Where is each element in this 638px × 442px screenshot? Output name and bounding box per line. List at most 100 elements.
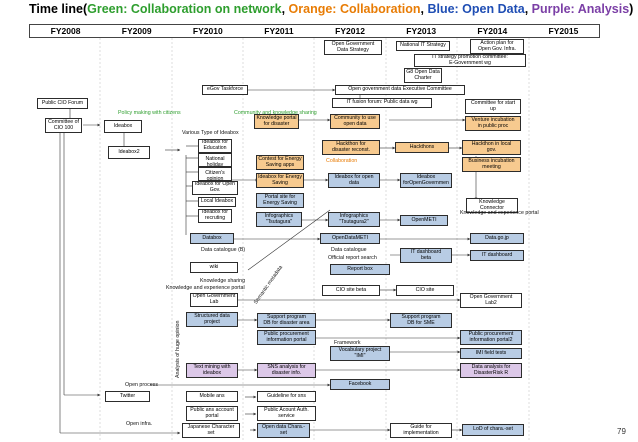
- label-knowledge-experience-portal: Knowledge and experience portal: [460, 210, 539, 216]
- year-column-header: FY2010: [192, 26, 223, 36]
- box-imi-field-tests: IMI field tests: [460, 348, 522, 359]
- box-support-program-disaster: Support program DB for disaster area: [257, 313, 316, 328]
- box-guide-implementation: Guide for implementation: [390, 423, 452, 438]
- box-ideabox-open-gov: Ideabox for Open Gov.: [192, 181, 238, 195]
- box-ideabox-energy-saving: Ideabox for Energy Saving: [256, 173, 304, 188]
- box-venture-incubation: Venture incubation in public proc: [465, 116, 521, 131]
- box-it-dashboard: IT dashboard: [470, 250, 524, 261]
- box-portal-energy-saving: Portal site for Energy Saving: [256, 193, 304, 208]
- title-prefix: Time line(: [29, 2, 88, 16]
- box-community-open-data: Community to use open data: [330, 114, 380, 129]
- box-knowledge-connector: Knowledge Connector: [466, 198, 518, 213]
- box-ideabox-recruiting: Ideabox for recruting: [198, 209, 232, 223]
- box-knowledge-portal: Knowledge portal for disaster: [254, 114, 299, 129]
- box-data-analysis-disaster: Data analysis for DisasterRisk R: [460, 363, 522, 378]
- box-infographics-1: Infographics "Tsutagura": [256, 212, 302, 227]
- box-cio-site: CIO site: [396, 285, 454, 296]
- year-column-header: FY2013: [406, 26, 437, 36]
- box-open-gov-strategy: Open Government Data Strategy: [324, 40, 382, 55]
- title-orange: Orange: Collaboration: [288, 2, 421, 16]
- box-business-incubation: Business incubation meeting: [462, 157, 521, 172]
- page-title: Time line(Green: Collaboration on networ…: [29, 2, 633, 16]
- box-ideabox-open-government: Ideabox forOpenGovernmen: [400, 173, 452, 188]
- title-sep: ,: [281, 2, 289, 16]
- box-open-gov-lab2: Open Government Lab2: [460, 293, 522, 308]
- box-it-strategy-committee: IT strategy promotion committee: E-Gover…: [414, 54, 526, 67]
- box-guideline-sns: Guideline for sns: [257, 391, 316, 402]
- label-framework: Framework: [334, 340, 361, 346]
- box-structured-data-project: Structured data project: [186, 312, 238, 327]
- year-column-header: FY2011: [264, 26, 294, 36]
- box-cio-site-beta: CIO site beta: [322, 285, 380, 296]
- label-analysis-huge-opinion: Analysis of huge opinion: [175, 320, 181, 378]
- box-g8-charter: G8 Open Data Charter: [404, 68, 442, 83]
- box-public-ans-account-portal: Public ans account portal: [186, 406, 238, 421]
- page-number: 79: [617, 427, 626, 436]
- box-hackathons: Hackthons: [395, 142, 449, 153]
- title-purple: Purple: Analysis: [531, 2, 630, 16]
- box-hackathon-local-gov: Hackthon in local gov.: [462, 140, 521, 155]
- box-ideabox-education: Ideabox for Education: [198, 139, 232, 153]
- box-report-box: Report box: [330, 264, 390, 275]
- label-collaboration: Collaboration: [326, 158, 358, 164]
- label-knowledge-experience-portal-2: Knowledge and experience portal: [166, 285, 245, 291]
- box-wiki: wiki: [190, 262, 238, 273]
- box-ideabox-open-data: Ideabox for open data: [328, 173, 380, 188]
- title-green: Green: Collaboration on network: [87, 2, 282, 16]
- title-sep: ,: [420, 2, 428, 16]
- box-open-gov-lab: Open Government Lab: [190, 293, 238, 307]
- label-policy-making: Policy making with citizens: [118, 110, 181, 116]
- box-openmeti: OpenMETI: [400, 215, 448, 226]
- label-various-ideabox: Various Type of Ideabox: [182, 130, 239, 136]
- box-sns-analysis: SNS analysis for disaster info.: [257, 363, 316, 378]
- box-it-dashboard-beta: IT dashboard beta: [400, 248, 452, 263]
- label-open-infra: Open infra.: [126, 421, 153, 427]
- box-committee-startup: Committee for start up: [465, 99, 521, 114]
- box-support-program-sme: Support program DB for SME: [390, 313, 452, 328]
- box-local-ideabox: Local Ideabox: [198, 197, 236, 207]
- title-suffix: ): [629, 2, 634, 16]
- year-column-header: FY2012: [335, 26, 365, 36]
- label-open-process: Open process: [125, 382, 158, 388]
- box-it-fusion-forum: IT fusion forum: Public data wg: [332, 98, 432, 108]
- box-public-procurement-portal: Public procurement information portal: [257, 330, 316, 345]
- box-twitter: Twitter: [105, 391, 150, 402]
- box-public-cio-forum: Public CIO Forum: [37, 98, 88, 109]
- box-databox: Databox: [190, 233, 234, 244]
- year-column-header: FY2014: [477, 26, 508, 36]
- box-national-it-strategy: National IT Strategy: [396, 41, 450, 51]
- box-open-data-chara-set: Open data Chara.- set: [257, 423, 310, 438]
- title-sep: ,: [524, 2, 532, 16]
- box-ideabox2: Ideabox2: [108, 146, 150, 159]
- box-ideabox-national-holiday: Ideabox for National holiday: [198, 153, 232, 167]
- box-open-gov-data-exec: Open government data Executive Committee: [335, 85, 465, 95]
- box-text-mining: Text mining with ideabox: [186, 363, 238, 378]
- box-egov-taskforce: eGov Taskforce: [202, 85, 248, 95]
- box-action-plan: Action plan for Open Gov. Infra.: [470, 39, 524, 54]
- year-header: FY2008 FY2009 FY2010 FY2011 FY2012 FY201…: [29, 24, 600, 38]
- box-ideabox-citizens-opinion: Ideabox for Citizen's opinion: [198, 167, 232, 181]
- box-ideabox: Ideabox: [104, 120, 142, 133]
- label-data-catalogue: Data catalogue: [331, 247, 367, 253]
- box-facebook: Facebook: [330, 379, 390, 390]
- label-community-knowledge: Community and knowledge sharing: [234, 110, 317, 116]
- title-blue: Blue: Open Data: [427, 2, 525, 16]
- box-committee-cio100: Committee of CIO 100: [45, 118, 82, 133]
- box-japanese-character-set: Japanese Character set: [182, 423, 240, 438]
- year-column-header: FY2009: [121, 26, 152, 36]
- label-official-report-search: Official report search: [328, 255, 377, 261]
- year-column-header: FY2008: [50, 26, 81, 36]
- label-knowledge-sharing: Knowledge sharing: [200, 278, 246, 284]
- year-column-header: FY2015: [548, 26, 579, 36]
- box-public-account-auth: Public Acount Auth. service: [257, 406, 316, 421]
- box-hackathon-disaster: Hackthon for disaster reconst.: [322, 140, 380, 155]
- box-data-go-jp: Data.go.jp: [470, 233, 524, 244]
- box-public-procurement-portal2: Public procurement information portal2: [460, 330, 522, 345]
- label-data-catalogue-b: Data catalogue (B): [201, 247, 246, 253]
- box-lod-chara-set: LoD of chara.-set: [462, 424, 524, 436]
- box-infographics-2: Infographics "Tsutagura2": [328, 212, 380, 227]
- box-mobile-ans: Mobile ans: [186, 391, 238, 402]
- box-vocabulary-project: Vocabulary project "IMI": [330, 346, 390, 361]
- box-opendatameti: OpenDataMETI: [320, 233, 380, 244]
